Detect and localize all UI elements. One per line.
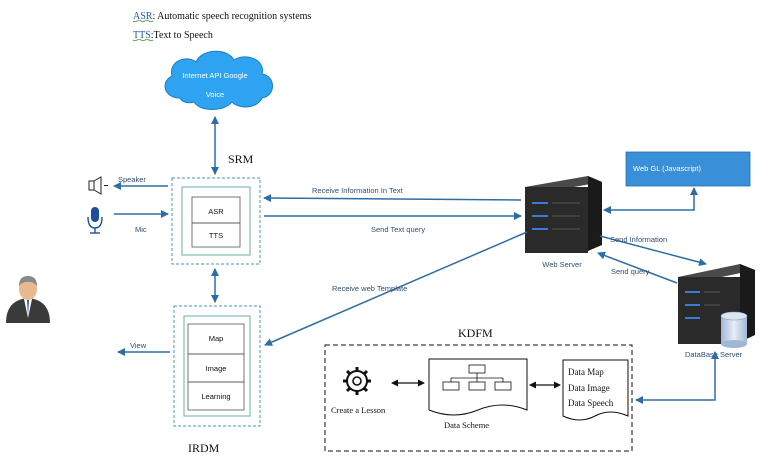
- irdm-learning-label: Learning: [201, 392, 230, 401]
- webgl-label: Web GL (Javascript): [633, 164, 701, 173]
- srm-title: SRM: [228, 152, 254, 166]
- receive-text-label: Receive Information In Text: [312, 186, 404, 195]
- irdm-image-label: Image: [206, 364, 227, 373]
- send-query-label: Send query: [611, 267, 650, 276]
- legend-asr: ASR: Automatic speech recognition system…: [133, 11, 311, 22]
- legend-tts-underline: [132, 38, 154, 42]
- web-server-icon: [525, 176, 602, 253]
- data-image-label: Data Image: [568, 383, 610, 393]
- data-map-label: Data Map: [568, 367, 604, 377]
- kdfm-module: KDFM Create a Lesson: [324, 326, 633, 452]
- webgl-box: [625, 151, 751, 187]
- kdfm-title: KDFM: [458, 326, 493, 340]
- irdm-title: IRDM: [188, 441, 220, 455]
- send-text-label: Send Text query: [371, 225, 425, 234]
- user-avatar: [6, 276, 50, 323]
- mic-icon: [87, 207, 103, 234]
- db-server-label: DataBase Server: [685, 350, 743, 359]
- speaker-icon: [88, 176, 108, 195]
- legend: ASR: Automatic speech recognition system…: [132, 11, 311, 42]
- legend-asr-underline: [132, 19, 154, 23]
- cloud-icon: Internet API Google Voice: [164, 50, 273, 110]
- srm-module: SRM ASR TTS: [171, 152, 261, 265]
- receive-text-arrow: [263, 194, 522, 203]
- legend-tts-text: :Text to Speech: [151, 30, 213, 41]
- kdfm-db-arrow: [635, 351, 719, 404]
- cloud-label-line1: Internet API Google: [182, 71, 247, 80]
- legend-asr-text: : Automatic speech recognition systems: [152, 11, 311, 22]
- irdm-inner-box: [183, 315, 251, 417]
- send-information-label: Send Information: [610, 235, 667, 244]
- data-scheme-label: Data Scheme: [444, 420, 489, 430]
- mic-label: Mic: [135, 225, 147, 234]
- srm-tts-label: TTS: [209, 231, 223, 240]
- srm-outer-box: [171, 177, 261, 265]
- srm-tts-box: [191, 222, 241, 248]
- srm-inner-box: [181, 186, 251, 256]
- create-lesson-label: Create a Lesson: [331, 405, 386, 415]
- database-cylinder-icon: [720, 311, 748, 348]
- gear-icon: [343, 367, 371, 395]
- irdm-map-label: Map: [209, 334, 224, 343]
- data-speech-label: Data Speech: [568, 398, 614, 408]
- irdm-module: Map Image Learning IRDM: [173, 305, 261, 455]
- legend-tts-abbr: TTS: [133, 30, 151, 41]
- data-list-document: [562, 359, 629, 421]
- view-label: View: [130, 341, 147, 350]
- irdm-learning-box: [187, 381, 245, 411]
- send-information-arrow: [599, 235, 707, 267]
- speaker-label: Speaker: [118, 175, 146, 184]
- kdfm-box: [324, 344, 633, 452]
- send-query-arrow: [597, 251, 678, 284]
- web-server-label: Web Server: [542, 260, 582, 269]
- receive-template-arrow: [264, 231, 528, 346]
- data-scheme-document-icon: [428, 358, 528, 416]
- webgl-webserver-arrow: [603, 187, 698, 214]
- irdm-outer-box: [173, 305, 261, 427]
- receive-template-label: Receive web Template: [332, 284, 407, 293]
- legend-asr-abbr: ASR: [133, 11, 153, 22]
- legend-tts: TTS:Text to Speech: [133, 30, 213, 41]
- srm-asr-label: ASR: [208, 207, 224, 216]
- cloud-label-line2: Voice: [206, 90, 224, 99]
